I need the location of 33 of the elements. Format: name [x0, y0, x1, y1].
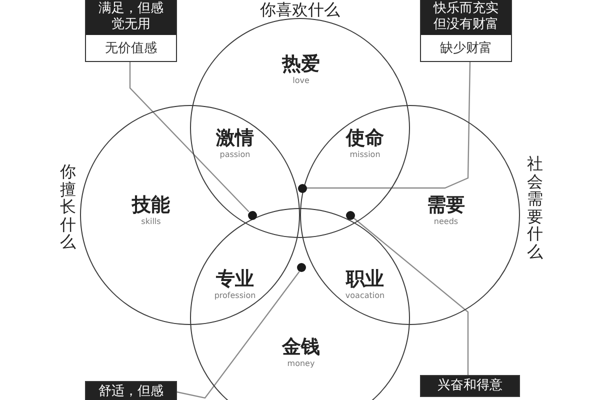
- marker-dot: [346, 210, 354, 220]
- leader-line: [353, 217, 469, 375]
- side-question: 你擅长什么: [60, 163, 76, 251]
- region-title: 激情: [216, 126, 254, 150]
- region-title: 使命: [346, 126, 384, 150]
- callout-heading: 快乐而充实但没有财富: [421, 0, 511, 35]
- circle-title: 技能: [132, 193, 170, 218]
- circle-subtitle: love: [292, 76, 310, 85]
- region-subtitle: passion: [220, 150, 250, 159]
- region-subtitle: voacation: [345, 291, 385, 300]
- marker-dot: [297, 263, 306, 272]
- callout-heading: 舒适，但感: [86, 382, 176, 400]
- callout-box: [420, 0, 512, 62]
- circle-title: 需要: [427, 193, 465, 218]
- circle-subtitle: needs: [434, 217, 458, 226]
- leader-line: [176, 271, 300, 399]
- region-title: 职业: [346, 267, 384, 292]
- region-title: 专业: [216, 267, 254, 292]
- side-question: 你喜欢什么: [260, 0, 340, 21]
- callout-heading: 满足，但感觉无用: [86, 0, 176, 35]
- callout-heading: 兴奋和得意: [421, 376, 519, 396]
- region-subtitle: profession: [214, 291, 256, 300]
- callout-note: 无价值感: [104, 40, 158, 58]
- circle-subtitle: skills: [141, 217, 161, 226]
- callout-note: 缺少财富: [439, 40, 493, 58]
- marker-dot: [248, 210, 256, 220]
- region-subtitle: mission: [350, 150, 380, 159]
- circle-title: 金钱: [282, 335, 320, 360]
- circle-title: 热爱: [282, 52, 320, 77]
- leader-line: [306, 62, 471, 189]
- side-question: 社会需要什么: [527, 155, 543, 261]
- callout-box: [85, 0, 177, 62]
- circle-subtitle: money: [287, 359, 315, 368]
